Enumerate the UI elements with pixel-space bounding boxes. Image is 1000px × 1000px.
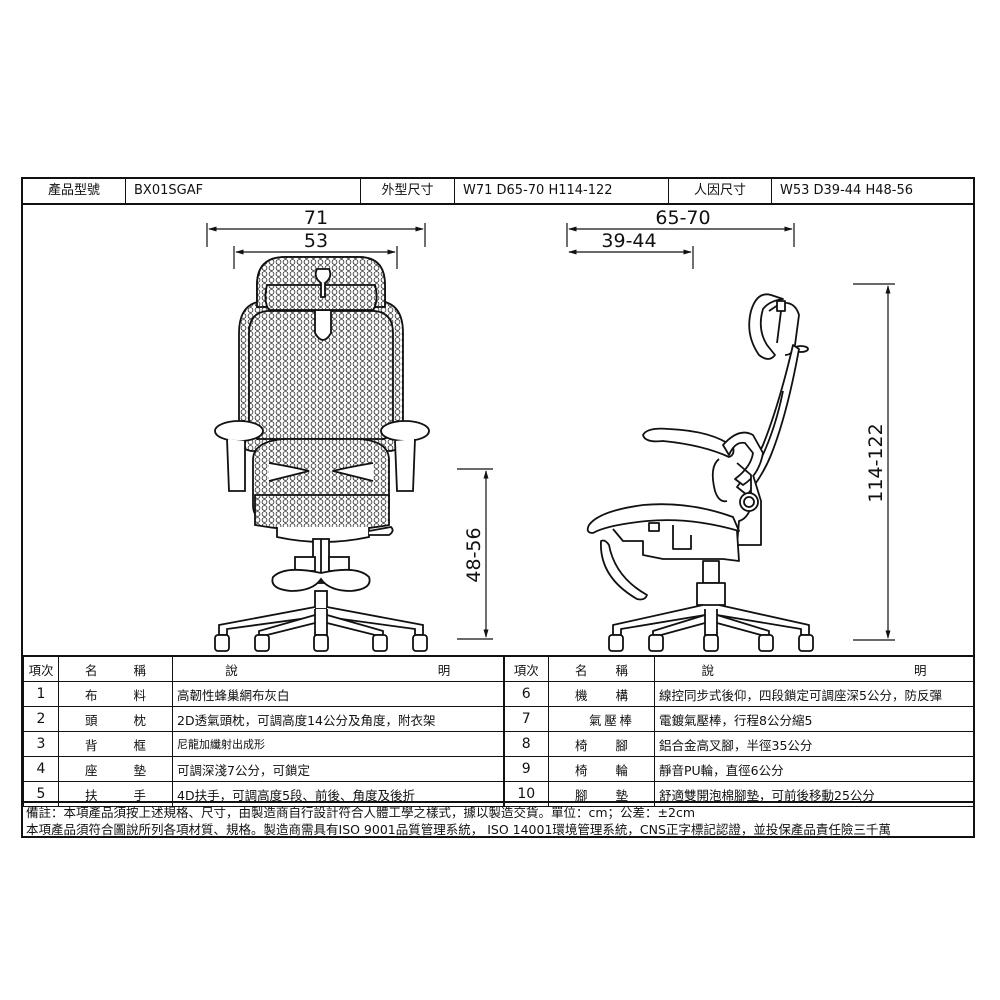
item-name-char: 腳 — [615, 737, 628, 753]
front-width-dimensions — [206, 223, 426, 269]
table-row: 4 座 墊 可調深淺7公分，可鎖定 9 椅 輪 靜音PU輪，直徑6公分 — [23, 756, 974, 782]
item-name-char: 氣 — [589, 712, 602, 728]
col-name-1: 名 — [85, 662, 98, 678]
item-name-char: 座 — [85, 762, 98, 778]
chair-side-view-icon — [586, 293, 814, 652]
item-no: 1 — [23, 681, 59, 707]
col-item-no-right: 項次 — [502, 655, 549, 682]
item-no: 3 — [23, 731, 59, 757]
item-desc: 線控同步式後仰，四段鎖定可調座深5公分，防反彈 — [654, 681, 974, 707]
item-name-char: 布 — [85, 687, 98, 703]
item-name-char: 壓 — [604, 712, 617, 728]
overall-height-label: 114-122 — [865, 423, 887, 502]
outer-size-label: 外型尺寸 — [361, 179, 455, 203]
item-name-char: 機 — [575, 687, 588, 703]
item-desc: 高韌性蜂巢網布灰白 — [172, 681, 504, 707]
table-row: 3 背 框 尼龍加纖射出成形 8 椅 腳 鋁合金高叉腳，半徑35公分 — [23, 731, 974, 757]
item-name-char: 背 — [85, 737, 98, 753]
side-seat-depth-label: 39-44 — [601, 230, 656, 252]
col-desc-1-right: 說 — [701, 662, 714, 678]
item-name-char: 構 — [615, 687, 628, 703]
spec-table: 項次 名 稱 說 明 項次 名 稱 說 明 1 布 料 高韌性蜂巢網布灰白 6 機 構 線控… — [23, 655, 974, 807]
item-desc: 2D透氣頭枕，可調高度14公分及角度，附衣架 — [172, 706, 504, 732]
item-desc: 可調深淺7公分，可鎖定 — [172, 756, 504, 782]
seat-height-label: 48-56 — [463, 527, 485, 582]
col-desc-1: 說 — [225, 662, 238, 678]
item-name-char: 手 — [133, 787, 146, 803]
item-name-char: 扶 — [85, 787, 98, 803]
item-name-char: 輪 — [615, 762, 628, 778]
model-value: BX01SGAF — [126, 179, 361, 203]
notes-line-1: 備註：本項產品須按上述規格、尺寸，由製造商自行設計符合人體工學之樣式，據以製造交… — [26, 805, 696, 820]
item-name-char: 椅 — [575, 762, 588, 778]
item-no: 4 — [23, 756, 59, 782]
ergo-size-value: W53 D39-44 H48-56 — [780, 183, 913, 198]
item-desc: 尼龍加纖射出成形 — [172, 731, 504, 757]
item-name-char: 頭 — [85, 712, 98, 728]
item-name-char: 椅 — [575, 737, 588, 753]
col-item-no: 項次 — [23, 655, 59, 682]
col-name-2-right: 稱 — [615, 662, 628, 678]
item-name-char: 墊 — [615, 787, 628, 803]
item-desc: 鋁合金高叉腳，半徑35公分 — [654, 731, 974, 757]
model-label: 產品型號 — [23, 179, 126, 203]
item-name-char: 棒 — [619, 712, 632, 728]
front-seat-width-label: 53 — [304, 230, 328, 252]
outer-size-value: W71 D65-70 H114-122 — [455, 179, 669, 203]
item-no: 8 — [502, 731, 549, 757]
col-name-1-right: 名 — [575, 662, 588, 678]
notes: 備註：本項產品須按上述規格、尺寸，由製造商自行設計符合人體工學之樣式，據以製造交… — [23, 801, 973, 838]
chair-front-view-icon — [214, 256, 430, 652]
item-name-char: 料 — [133, 687, 146, 703]
item-name-char: 腳 — [575, 787, 588, 803]
item-desc: 靜音PU輪，直徑6公分 — [654, 756, 974, 782]
item-name-char: 框 — [133, 737, 146, 753]
col-name-2: 稱 — [133, 662, 146, 678]
ergo-size-label: 人因尺寸 — [669, 179, 772, 203]
item-name-char: 枕 — [133, 712, 146, 728]
notes-line-2: 本項產品須符合圖說所列各項材質、規格。製造商需具有ISO 9001品質管理系統，… — [26, 822, 891, 837]
table-row: 1 布 料 高韌性蜂巢網布灰白 6 機 構 線控同步式後仰，四段鎖定可調座深5公分，… — [23, 681, 974, 707]
spec-table-header: 項次 名 稱 說 明 項次 名 稱 說 明 — [23, 655, 974, 682]
col-desc-2-right: 明 — [914, 662, 927, 678]
item-no: 9 — [502, 756, 549, 782]
item-no: 7 — [502, 706, 549, 732]
col-desc-2: 明 — [437, 662, 451, 678]
header-row: 產品型號 BX01SGAF 外型尺寸 W71 D65-70 H114-122 人… — [23, 179, 973, 205]
side-depth-dimensions — [566, 223, 795, 269]
item-name-char: 墊 — [133, 762, 146, 778]
technical-drawing: 71 53 48-56 — [23, 205, 973, 655]
spec-sheet: 產品型號 BX01SGAF 外型尺寸 W71 D65-70 H114-122 人… — [21, 177, 975, 838]
table-row: 2 頭 枕 2D透氣頭枕，可調高度14公分及角度，附衣架 7 氣壓棒 電鍍氣壓棒，… — [23, 706, 974, 732]
front-overall-width-label: 71 — [304, 207, 328, 229]
item-desc: 電鍍氣壓棒，行程8公分縮5 — [654, 706, 974, 732]
item-no: 6 — [502, 681, 549, 707]
side-overall-depth-label: 65-70 — [655, 207, 710, 229]
item-no: 2 — [23, 706, 59, 732]
